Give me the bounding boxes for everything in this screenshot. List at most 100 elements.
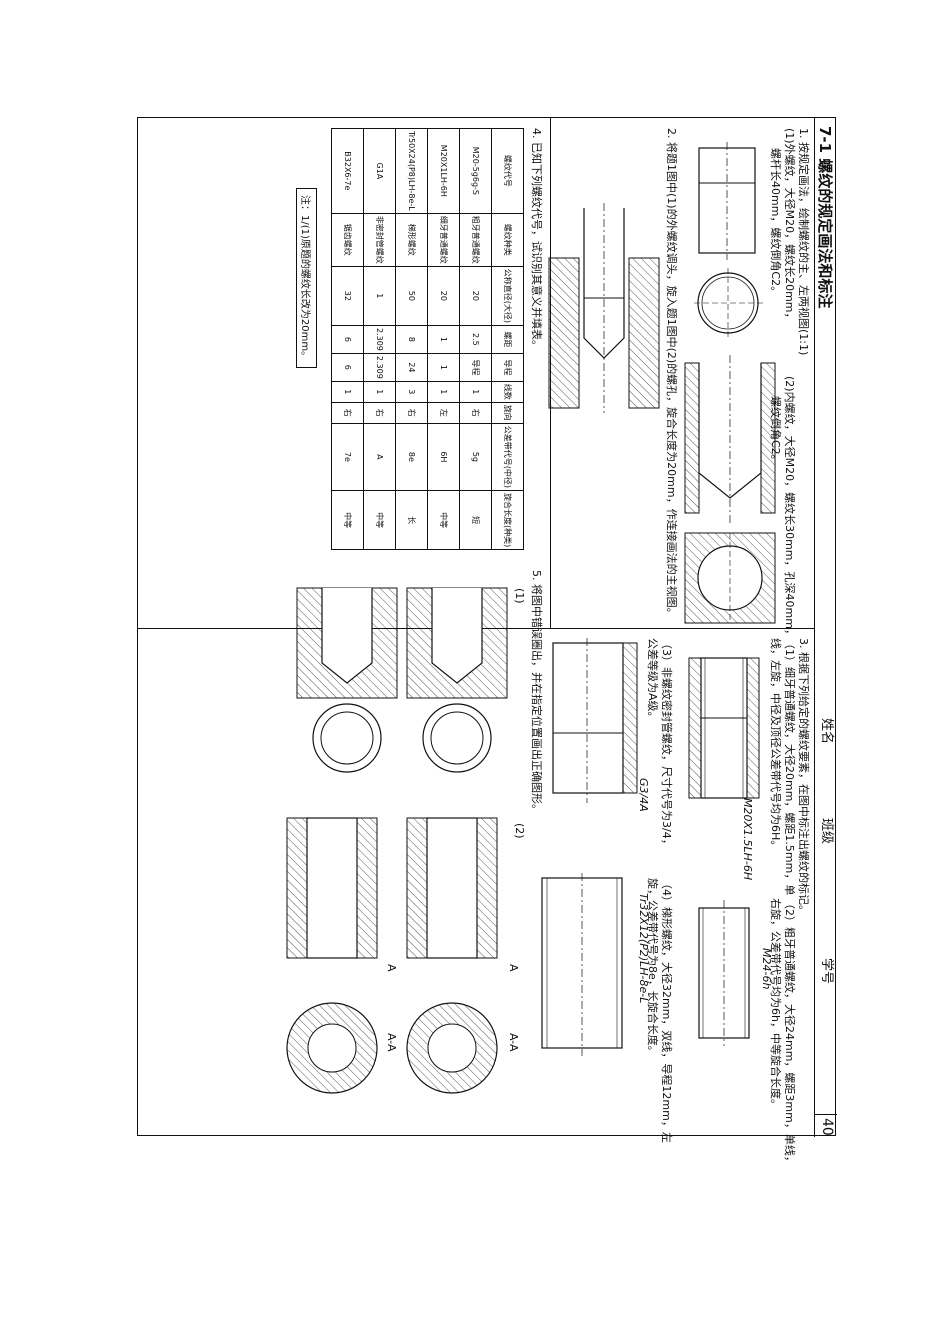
q4-text: 4. 已知下列螺纹代号，试识别其意义并填表。 xyxy=(530,128,543,351)
table-header-cell: 螺纹种类 xyxy=(491,213,524,267)
table-cell: 右 xyxy=(395,402,428,424)
table-cell: 中等 xyxy=(331,490,364,550)
table-cell: 右 xyxy=(331,402,364,424)
q3-text: 3. 根据下列给定的螺纹要素，在图中标注出螺纹的标记。 xyxy=(797,638,810,916)
table-cell: 中等 xyxy=(363,490,396,550)
table-cell: M20-5g6g-S xyxy=(459,128,492,214)
table-cell: 导程 xyxy=(459,353,492,382)
q5-section-label-1: A-A xyxy=(507,1033,520,1052)
q3-internal-thread-drawing xyxy=(688,657,760,799)
table-header-row: 螺纹代号 螺纹种类 公称直径(大径) 螺距 导程 线数 旋向 公差带代号(中径)… xyxy=(491,128,524,550)
q3-item3b: 公差等级为A级。 xyxy=(646,638,659,723)
table-cell: 短 xyxy=(459,490,492,550)
table-cell: 8 xyxy=(395,325,428,354)
q3-label2: M24-6h xyxy=(760,948,773,990)
table-header-cell: 螺纹代号 xyxy=(491,128,524,214)
table-cell: 6H xyxy=(427,423,460,491)
table-cell: 1 xyxy=(363,381,396,403)
q3-item1b: 线，左旋，中径及顶径公差带代号均为6H。 xyxy=(769,638,782,852)
q3-label4: Tr32X12(P2)LH-8e-L xyxy=(637,893,650,1004)
table-cell: B32X6-7e xyxy=(331,128,364,214)
id-label: 学号 xyxy=(819,958,834,985)
table-cell: 右 xyxy=(459,402,492,424)
q3-item2: （2）粗牙普通螺纹，大径24mm，螺距3mm，单线， xyxy=(783,898,796,1167)
table-cell: 非密封管螺纹 xyxy=(363,213,396,267)
rotated-page: 7-1 螺纹的规定画法和标注 姓名 班级 学号 40 1. 按规定画法，绘制螺纹… xyxy=(138,118,837,1167)
table-header-cell: 旋合长度(种类) xyxy=(491,490,524,550)
table-cell: G1A xyxy=(363,128,396,214)
name-label: 姓名 xyxy=(819,718,834,745)
table-cell: 中等 xyxy=(427,490,460,550)
table-cell: 长 xyxy=(395,490,428,550)
q1-text: 1. 按规定画法，绘制螺纹的主、左两视图(1:1) xyxy=(797,128,810,356)
table-cell: 2.5 xyxy=(459,325,492,354)
q1-external-thread-front xyxy=(698,142,756,260)
table-header-cell: 线数 xyxy=(491,381,524,403)
table-header-cell: 公差带代号(中径) xyxy=(491,423,524,491)
q5-cut-label-2: A xyxy=(385,964,398,972)
table-cell: 50 xyxy=(395,266,428,326)
table-cell: 左 xyxy=(427,402,460,424)
q3-external-thread-drawing xyxy=(698,900,750,1046)
table-cell: 梯形螺纹 xyxy=(395,213,428,267)
page-title: 7-1 螺纹的规定画法和标注 xyxy=(816,126,834,309)
table-header-cell: 导程 xyxy=(491,353,524,382)
table-cell: 20 xyxy=(459,266,492,326)
q3-item2b: 右旋，公差带代号均为6h，中等旋合长度。 xyxy=(769,898,782,1110)
q1-internal-thread-side xyxy=(684,532,776,624)
table-cell: 20 xyxy=(427,266,460,326)
table-cell: 粗牙普通螺纹 xyxy=(459,213,492,267)
q3-item1: （1）细牙普通螺纹，大径20mm，螺距1.5mm，单 xyxy=(783,638,796,896)
table-cell: 右 xyxy=(363,402,396,424)
q3-item4: （4）梯形螺纹，大径32mm，双线，导程12mm，左 xyxy=(660,878,673,1143)
q5-wrong-drawing-2 xyxy=(296,587,398,773)
table-header-cell: 旋向 xyxy=(491,402,524,424)
table-cell: 1 xyxy=(459,381,492,403)
thread-table: 螺纹代号 螺纹种类 公称直径(大径) 螺距 导程 线数 旋向 公差带代号(中径)… xyxy=(331,128,524,550)
q5-cut-label-1: A xyxy=(507,964,520,972)
table-cell: 8e xyxy=(395,423,428,491)
table-cell: 7e xyxy=(331,423,364,491)
table-cell: 5g xyxy=(459,423,492,491)
table-cell: 锯齿螺纹 xyxy=(331,213,364,267)
table-cell: 1 xyxy=(427,381,460,403)
q5-text: 5. 将图中错误圈出，并在指定位置画出正确图形。 xyxy=(530,570,543,815)
table-header-cell: 螺距 xyxy=(491,325,524,354)
table-cell: 2.309 xyxy=(363,325,396,354)
class-label: 班级 xyxy=(819,818,834,845)
page-number-divider xyxy=(815,1114,837,1115)
q5-wrong-drawing-1 xyxy=(406,587,508,773)
q5-assembly-section-2 xyxy=(286,817,378,1094)
q1-external-thread-side xyxy=(693,268,763,338)
q1-part1b: 螺杆长40mm，螺纹倒角C2。 xyxy=(769,148,782,298)
q2-text: 2. 将题1图中(1)的外螺纹调头，旋入题1图中(2)的螺孔，旋合长度为20mm… xyxy=(665,128,678,619)
q1-part1: (1)外螺纹，大径M20，螺纹长20mm， xyxy=(783,128,796,324)
table-cell: 1 xyxy=(427,325,460,354)
table-cell: M20X1LH-6H xyxy=(427,128,460,214)
table-cell: 2.309 xyxy=(363,353,396,382)
table-cell: Tr50X24(P8)LH-8e-L xyxy=(395,128,428,214)
table-header-cell: 公称直径(大径) xyxy=(491,266,524,326)
q3-item3: （3）非螺纹密封管螺纹，尺寸代号为3/4， xyxy=(660,638,673,850)
q1-internal-thread-front xyxy=(684,355,776,523)
table-cell: 细牙普通螺纹 xyxy=(427,213,460,267)
table-cell: 24 xyxy=(395,353,428,382)
page-number: 40 xyxy=(819,1118,835,1136)
table-cell: 1 xyxy=(363,266,396,326)
q3-label3: G3/4A xyxy=(637,778,650,812)
q5-assembly-section-1 xyxy=(406,817,498,1094)
table-cell: 6 xyxy=(331,325,364,354)
q3-label1: M20X1.5LH-6H xyxy=(741,798,754,881)
q2-assembly-drawing xyxy=(548,203,660,413)
q5-section-label-2: A-A xyxy=(385,1033,398,1052)
table-cell: 6 xyxy=(331,353,364,382)
table-cell: A xyxy=(363,423,396,491)
table-cell: 3 xyxy=(395,381,428,403)
q5-label2: (2) xyxy=(513,823,526,839)
q5-label1: (1) xyxy=(513,588,526,604)
